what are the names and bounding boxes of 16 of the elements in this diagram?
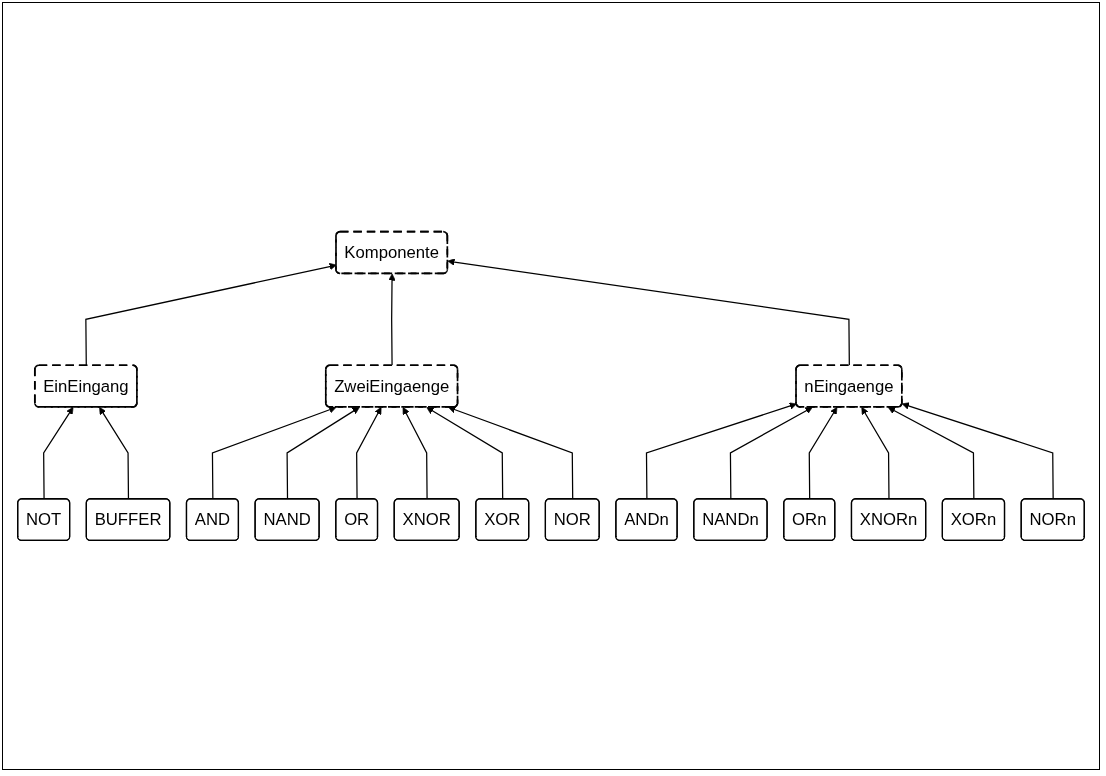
arrow [402, 406, 428, 500]
arrow [99, 406, 130, 500]
arrow [887, 406, 975, 500]
arrow [808, 406, 838, 500]
arrow [645, 402, 797, 500]
arrow [861, 406, 890, 500]
arrow [448, 406, 574, 500]
arrow [286, 406, 360, 500]
arrow [356, 406, 382, 500]
arrow [211, 406, 337, 500]
arrow [901, 402, 1054, 500]
arrow [388, 273, 396, 367]
arrow [426, 406, 504, 500]
arrow [43, 406, 74, 500]
arrow [447, 258, 850, 367]
arrow [729, 406, 813, 500]
